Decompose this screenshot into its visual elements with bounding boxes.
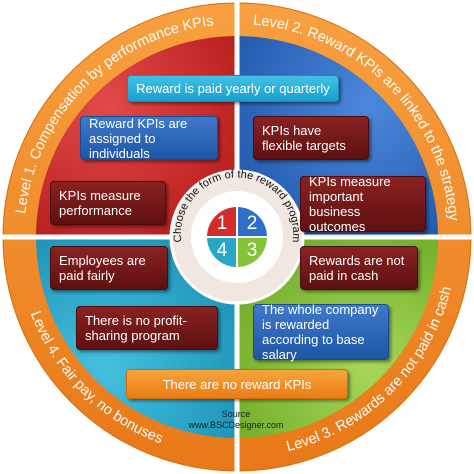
number-4: 4: [216, 240, 228, 261]
box-rewards-not-cash: Rewards are not paid in cash: [300, 246, 418, 290]
inner-quadrant-1: [207, 207, 237, 237]
source-label: Source: [221, 409, 251, 419]
box-kpis-business-outcomes: KPIs measure important business outcomes: [300, 174, 426, 234]
box-kpis-flexible-targets: KPIs have flexible targets: [253, 116, 369, 160]
box-company-base-salary: The whole company is rewarded according …: [253, 302, 389, 362]
inner-quadrant-4: [207, 237, 237, 267]
inner-quadrant-2: [237, 207, 267, 237]
box-no-profit-sharing: There is no profit-sharing program: [76, 306, 218, 350]
box-reward-kpis-individuals: Reward KPIs are assigned to individuals: [80, 116, 218, 161]
inner-quadrant-3: [237, 237, 267, 267]
number-1: 1: [216, 213, 228, 234]
source-credit: Source www.BSCDesigner.com: [186, 409, 286, 431]
box-kpis-measure-performance: KPIs measure performance: [50, 181, 166, 225]
number-2: 2: [246, 213, 258, 234]
top-banner: Reward is paid yearly or quarterly: [127, 75, 339, 102]
bottom-banner: There are no reward KPIs: [126, 369, 348, 399]
box-employees-paid-fairly: Employees are paid fairly: [50, 246, 168, 290]
number-3: 3: [246, 240, 258, 261]
source-url: www.BSCDesigner.com: [188, 420, 284, 430]
